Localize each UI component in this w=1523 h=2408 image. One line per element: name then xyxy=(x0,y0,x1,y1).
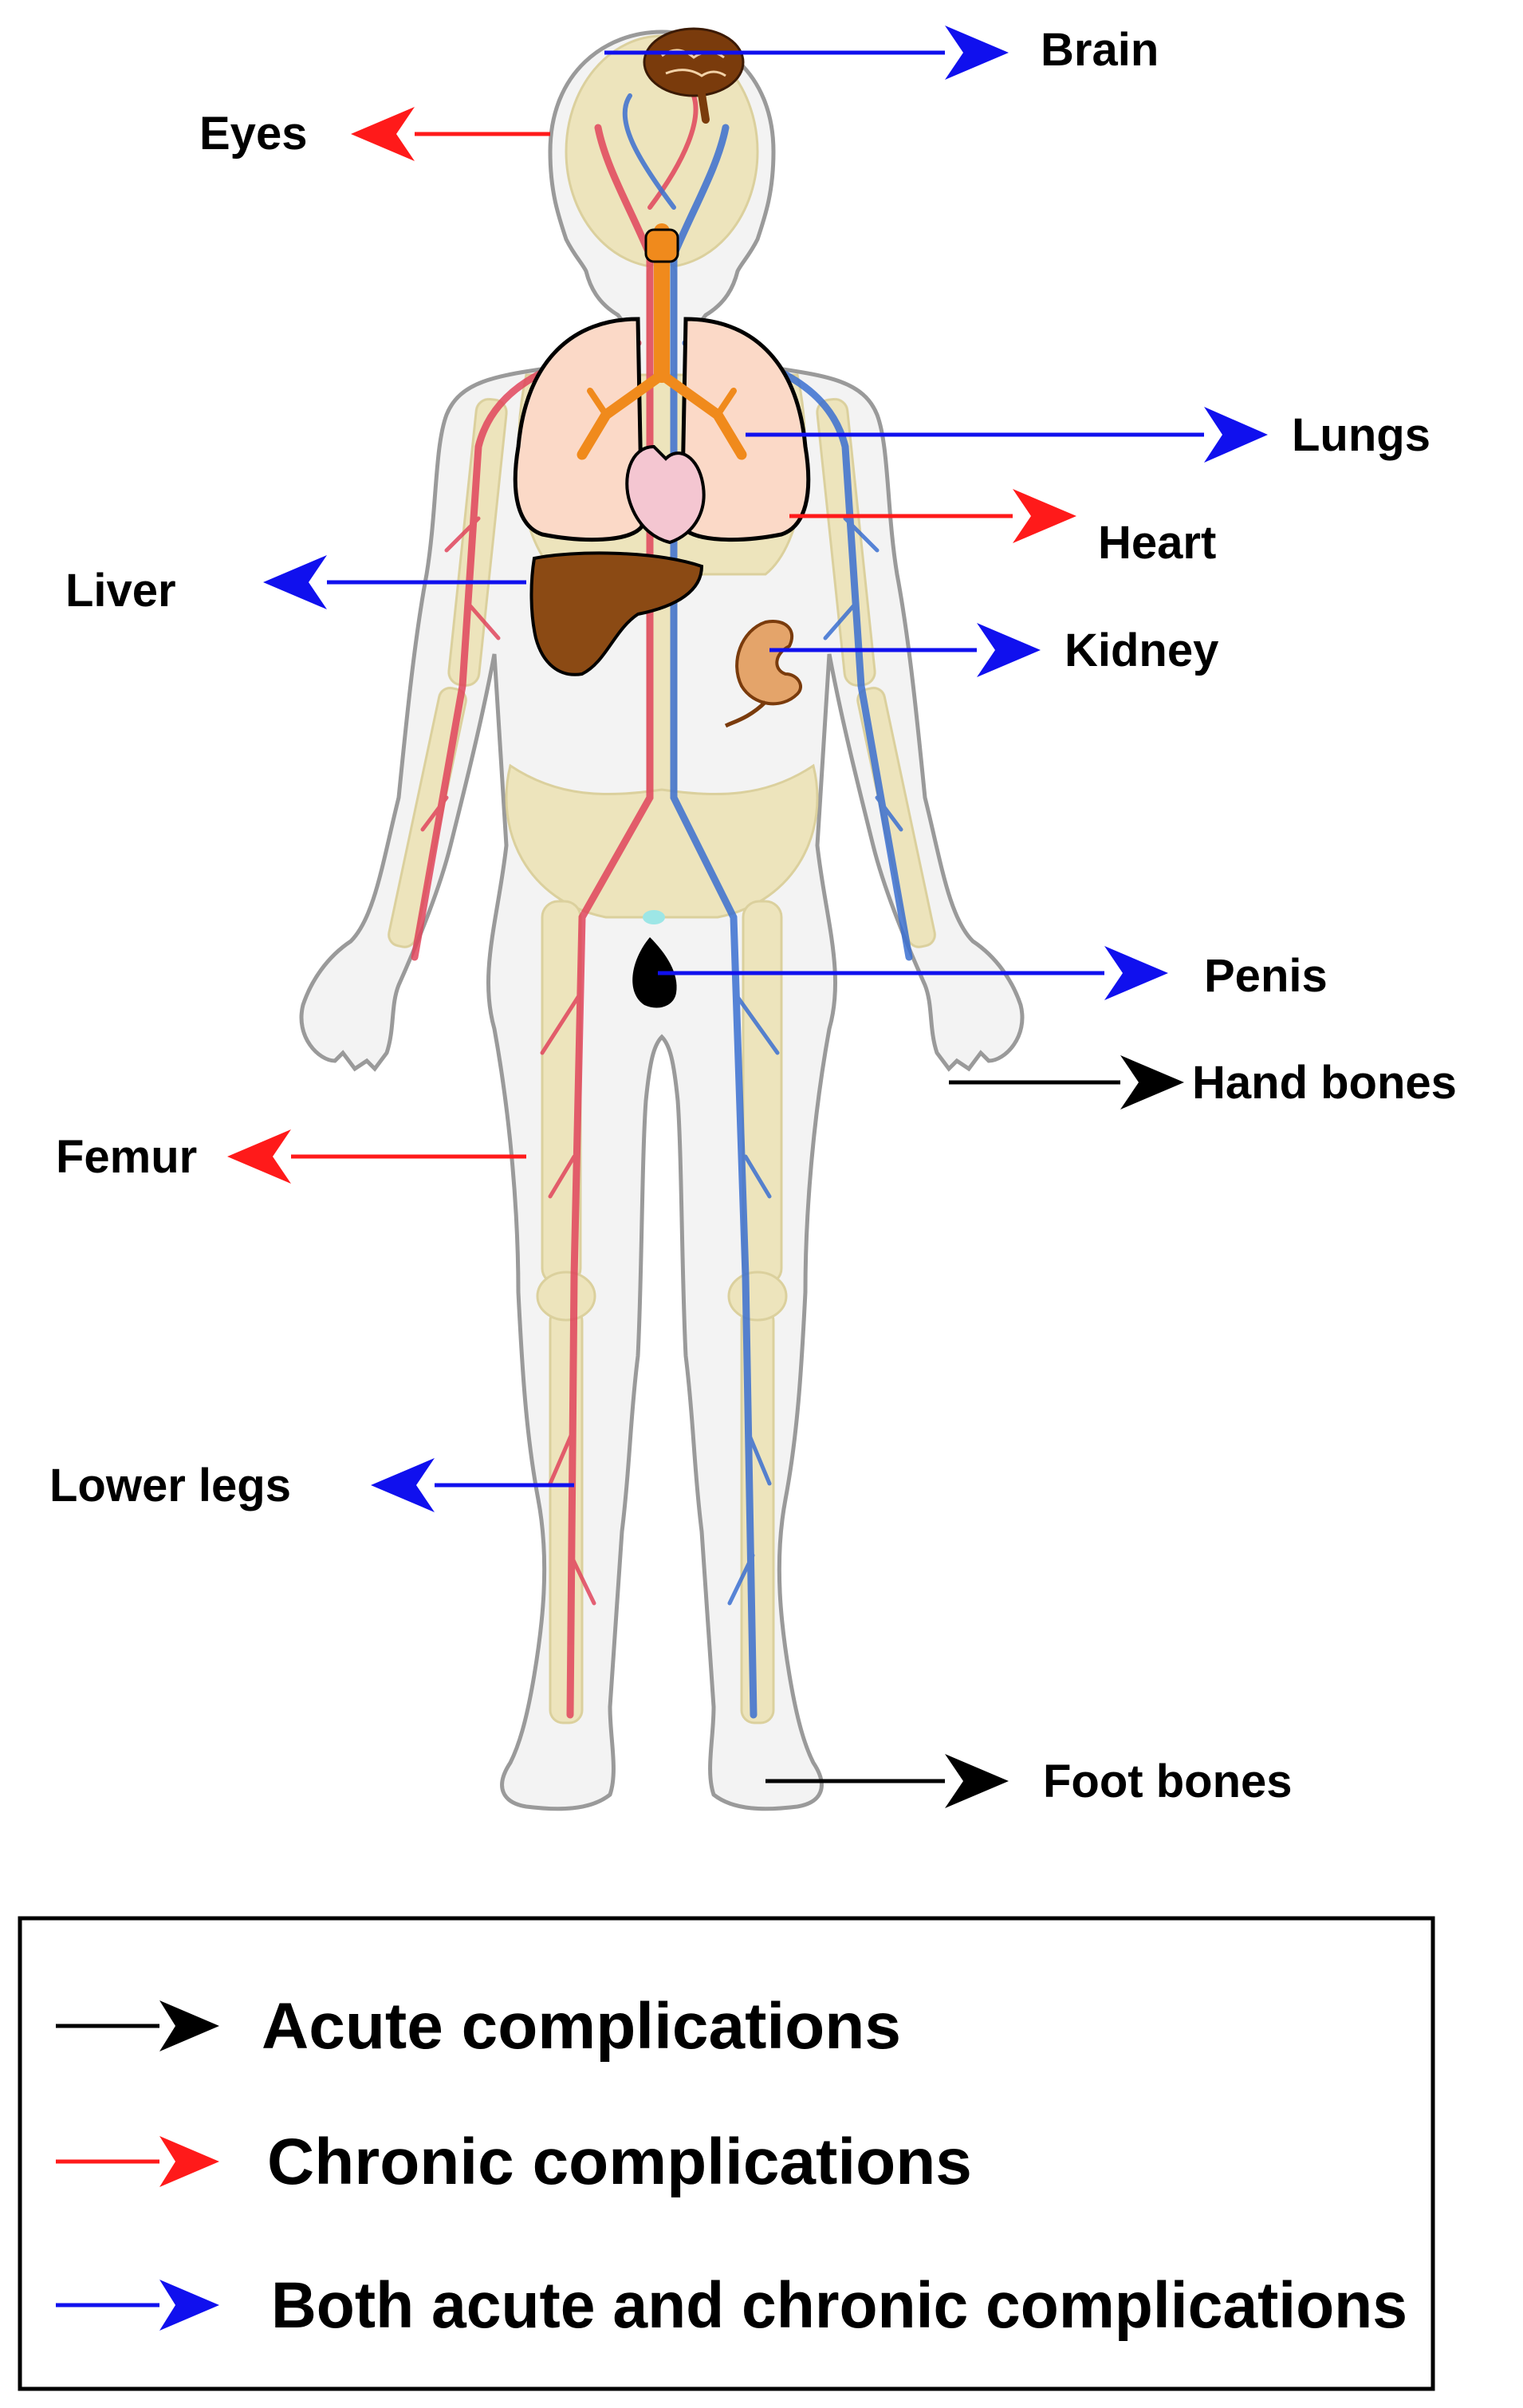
lungs xyxy=(513,223,811,542)
legend-item-chronic: Chronic complications xyxy=(56,2126,972,2198)
right-knee xyxy=(727,1271,788,1322)
legend-label-acute: Acute complications xyxy=(262,1990,901,2063)
ureter xyxy=(724,700,767,728)
kidney-organ xyxy=(735,620,802,706)
label-hand-bones: Hand bones xyxy=(1192,1057,1457,1109)
veins xyxy=(622,93,913,1719)
label-kidney: Kidney xyxy=(1065,625,1218,676)
larynx xyxy=(644,228,679,263)
arrow-foot-bones xyxy=(765,1754,1009,1808)
legend-label-chronic: Chronic complications xyxy=(267,2126,972,2198)
label-foot-bones: Foot bones xyxy=(1043,1756,1293,1807)
legend-arrow-chronic xyxy=(56,2136,219,2187)
label-femur: Femur xyxy=(56,1131,197,1183)
label-brain: Brain xyxy=(1041,24,1159,76)
arrow-hand-bones xyxy=(949,1055,1184,1109)
arrow-lower-legs xyxy=(371,1458,574,1512)
left-lung xyxy=(513,317,644,542)
pelvis xyxy=(505,763,819,919)
arrows xyxy=(227,26,1268,1808)
right-lung xyxy=(679,317,811,542)
legend-label-both: Both acute and chronic complications xyxy=(271,2269,1407,2342)
arrow-heart xyxy=(789,489,1076,543)
legend-box xyxy=(18,1916,1435,2391)
left-knee xyxy=(536,1271,596,1322)
arrow-brain xyxy=(604,26,1009,80)
label-eyes: Eyes xyxy=(199,108,307,160)
bladder xyxy=(643,910,665,924)
penis-organ xyxy=(632,937,677,1008)
legend-item-both: Both acute and chronic complications xyxy=(56,2269,1407,2342)
label-heart: Heart xyxy=(1098,517,1216,569)
label-lower-legs: Lower legs xyxy=(49,1460,291,1511)
label-lungs: Lungs xyxy=(1292,409,1431,461)
left-tibia xyxy=(549,1306,584,1724)
body-illustration xyxy=(299,27,1025,1811)
legend-arrow-acute xyxy=(56,2000,219,2051)
right-femur xyxy=(742,900,783,1286)
organ-labels: Brain Eyes Lungs Heart Liver Kidney Peni… xyxy=(49,24,1457,1807)
legend-item-acute: Acute complications xyxy=(56,1990,901,2063)
label-liver: Liver xyxy=(65,565,176,617)
heart-organ xyxy=(625,444,706,545)
arrow-eyes xyxy=(351,107,550,161)
brain-organ xyxy=(643,27,745,124)
liver-organ xyxy=(529,551,704,676)
arrow-kidney xyxy=(769,623,1041,677)
arrow-femur xyxy=(227,1129,526,1184)
label-penis: Penis xyxy=(1204,950,1328,1002)
legend-arrow-both xyxy=(56,2280,219,2331)
arrow-liver xyxy=(263,555,526,609)
legend: Acute complications Chronic complication… xyxy=(18,1916,1435,2391)
arrow-lungs xyxy=(746,407,1268,463)
arrow-penis xyxy=(658,946,1168,1000)
